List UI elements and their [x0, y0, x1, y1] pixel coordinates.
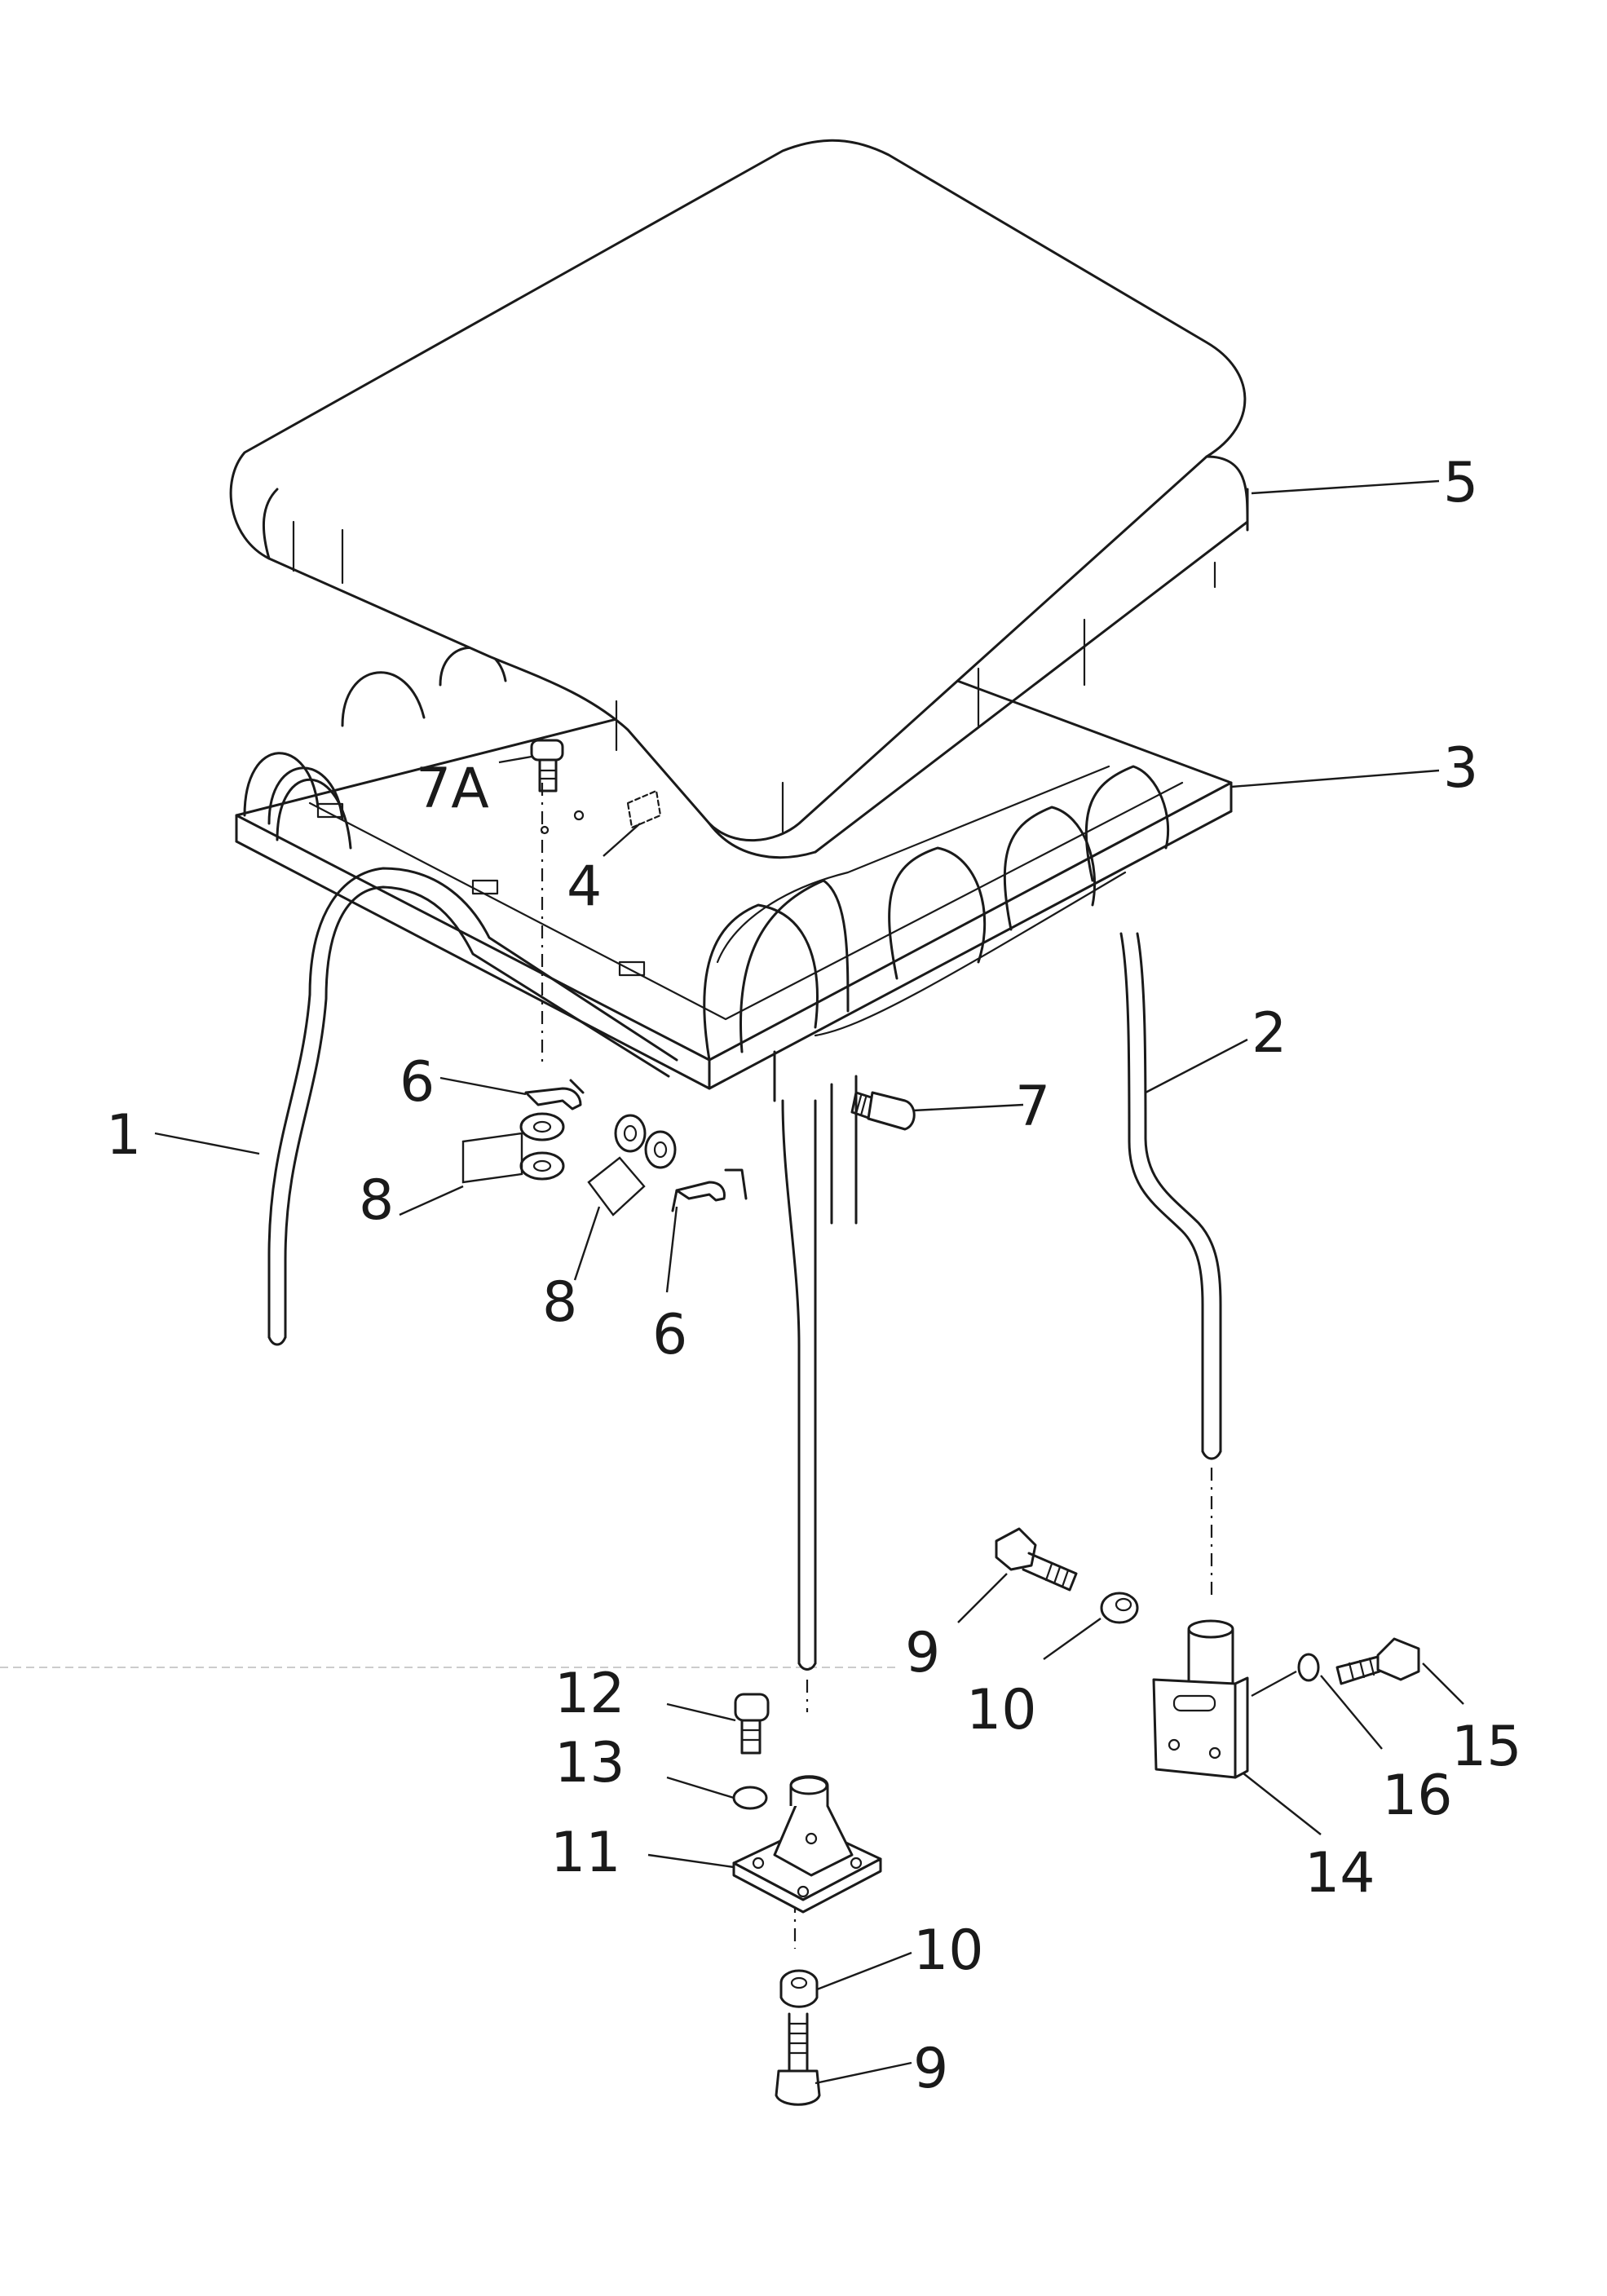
- callout-8-right: 8: [542, 1270, 577, 1335]
- bolt-9-upper: [995, 1527, 1078, 1592]
- front-post: [773, 1050, 858, 1671]
- bolt-7a: [530, 739, 585, 835]
- right-post: [1119, 932, 1222, 1460]
- callout-15: 15: [1451, 1715, 1522, 1779]
- callout-7a: 7A: [416, 757, 489, 821]
- callout-8-left: 8: [359, 1168, 394, 1233]
- callout-6-right: 6: [652, 1303, 687, 1367]
- bracket-8-right: [587, 1156, 646, 1216]
- bolt-12: [734, 1693, 770, 1755]
- hinge-bracket-14: [1152, 1619, 1249, 1779]
- callout-10-lower: 10: [913, 1918, 984, 1983]
- spacers-8-right: [614, 1114, 677, 1169]
- callout-1: 1: [106, 1103, 141, 1168]
- bolt-9-lower: [775, 2012, 821, 2106]
- callout-9-lower: 9: [913, 2037, 948, 2101]
- callout-16: 16: [1382, 1764, 1453, 1828]
- roof-cover: [229, 139, 1249, 859]
- leader-lines: [154, 479, 1464, 2085]
- bracket-6-right: [671, 1168, 748, 1212]
- base-plate-11: [732, 1775, 882, 1914]
- callout-12: 12: [554, 1662, 625, 1726]
- callout-9-upper: 9: [905, 1621, 940, 1685]
- part-4-plate: [626, 789, 662, 829]
- bolt-7: [850, 1091, 916, 1131]
- washer-13: [732, 1786, 768, 1810]
- bracket-6-left: [524, 1079, 585, 1110]
- bolt-15: [1335, 1637, 1420, 1685]
- spacers-8-left: [519, 1112, 565, 1181]
- washer-16: [1297, 1653, 1320, 1682]
- callout-4: 4: [567, 854, 602, 919]
- left-post: [267, 867, 678, 1346]
- callout-5: 5: [1443, 451, 1478, 515]
- callout-3: 3: [1443, 736, 1478, 801]
- callout-11: 11: [550, 1821, 621, 1885]
- callout-10-upper: 10: [966, 1678, 1037, 1742]
- callout-2: 2: [1252, 1001, 1287, 1066]
- callout-7: 7: [1015, 1075, 1050, 1139]
- callout-14: 14: [1305, 1841, 1375, 1905]
- callout-6-left: 6: [400, 1050, 435, 1115]
- washer-10-upper: [1100, 1592, 1139, 1624]
- bracket-8-left: [461, 1132, 523, 1184]
- callout-labels: 5 3 2 1 7A 4 6 7 8 8 6 9 10 12 13 11 10 …: [106, 451, 1522, 2101]
- callout-13: 13: [554, 1731, 625, 1795]
- washer-10-lower: [779, 1969, 819, 2008]
